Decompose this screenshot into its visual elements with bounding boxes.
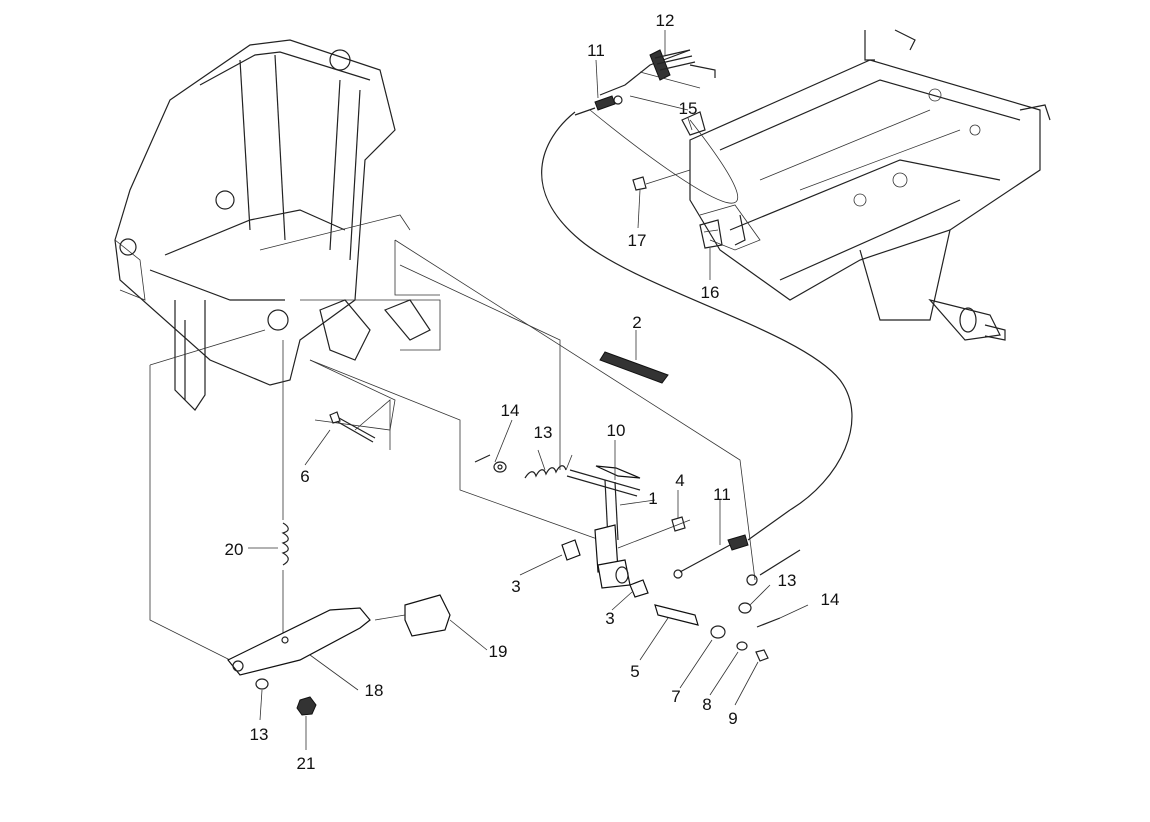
part-1-lever [566, 465, 691, 589]
label-20: 20 [225, 540, 244, 559]
part-14-pin-right [756, 617, 781, 628]
label-11-lower: 11 [713, 485, 731, 504]
label-19: 19 [489, 642, 508, 661]
cables [149, 109, 853, 661]
label-9: 9 [728, 709, 737, 728]
label-21: 21 [297, 754, 316, 773]
part-13-washer-lower [255, 678, 269, 690]
label-2: 2 [632, 313, 641, 332]
label-13-lower: 13 [250, 725, 269, 744]
part-13-washer-upper [493, 461, 507, 473]
chassis-frame-assembly [689, 29, 1051, 341]
part-11-cable-end-top [574, 95, 623, 116]
part-18-pedal-arm [227, 607, 371, 676]
label-16: 16 [701, 283, 720, 302]
part-3-bushing-left [561, 539, 581, 561]
label-10: 10 [607, 421, 626, 440]
label-1: 1 [648, 489, 657, 508]
label-11-top: 11 [587, 41, 605, 60]
part-21-nut [296, 696, 317, 716]
label-18: 18 [365, 681, 384, 700]
part-3-bushing-right [629, 579, 649, 598]
part-19-pedal-pad [374, 594, 451, 637]
part-9-nut [755, 649, 769, 662]
part-20-spring [281, 522, 289, 566]
label-6: 6 [300, 467, 309, 486]
label-7: 7 [671, 687, 680, 706]
left-frame-assembly [114, 39, 441, 431]
part-6-bolt [329, 399, 391, 450]
part-15-bracket [681, 111, 706, 136]
part-12-cable-spring [599, 49, 716, 96]
label-14-right: 14 [821, 590, 840, 609]
label-3-right: 3 [605, 609, 614, 628]
label-12: 12 [656, 11, 675, 30]
part-13-washer-right [738, 602, 752, 614]
part-8-washer [736, 641, 748, 651]
label-4: 4 [675, 471, 684, 490]
label-3-left: 3 [511, 577, 520, 596]
part-4-bolt [671, 516, 686, 532]
label-8: 8 [702, 695, 711, 714]
leader-lines [248, 30, 809, 750]
part-11-cable-end-lower [673, 509, 801, 586]
label-13-right: 13 [778, 571, 797, 590]
part-10-spring [524, 454, 573, 479]
label-17: 17 [628, 231, 647, 250]
part-16-switch [699, 219, 723, 249]
label-5: 5 [630, 662, 639, 681]
part-7-washer [710, 625, 726, 639]
part-5-shaft [654, 604, 699, 626]
part-labels: 12 11 15 17 16 2 14 13 10 1 4 11 6 20 3 … [225, 11, 840, 773]
label-13-upper: 13 [534, 423, 553, 442]
label-15: 15 [679, 99, 698, 118]
part-2-grip [599, 351, 669, 384]
label-14-upper: 14 [501, 401, 520, 420]
part-14-pin-upper [474, 454, 491, 463]
part-17-bolt [632, 169, 691, 191]
